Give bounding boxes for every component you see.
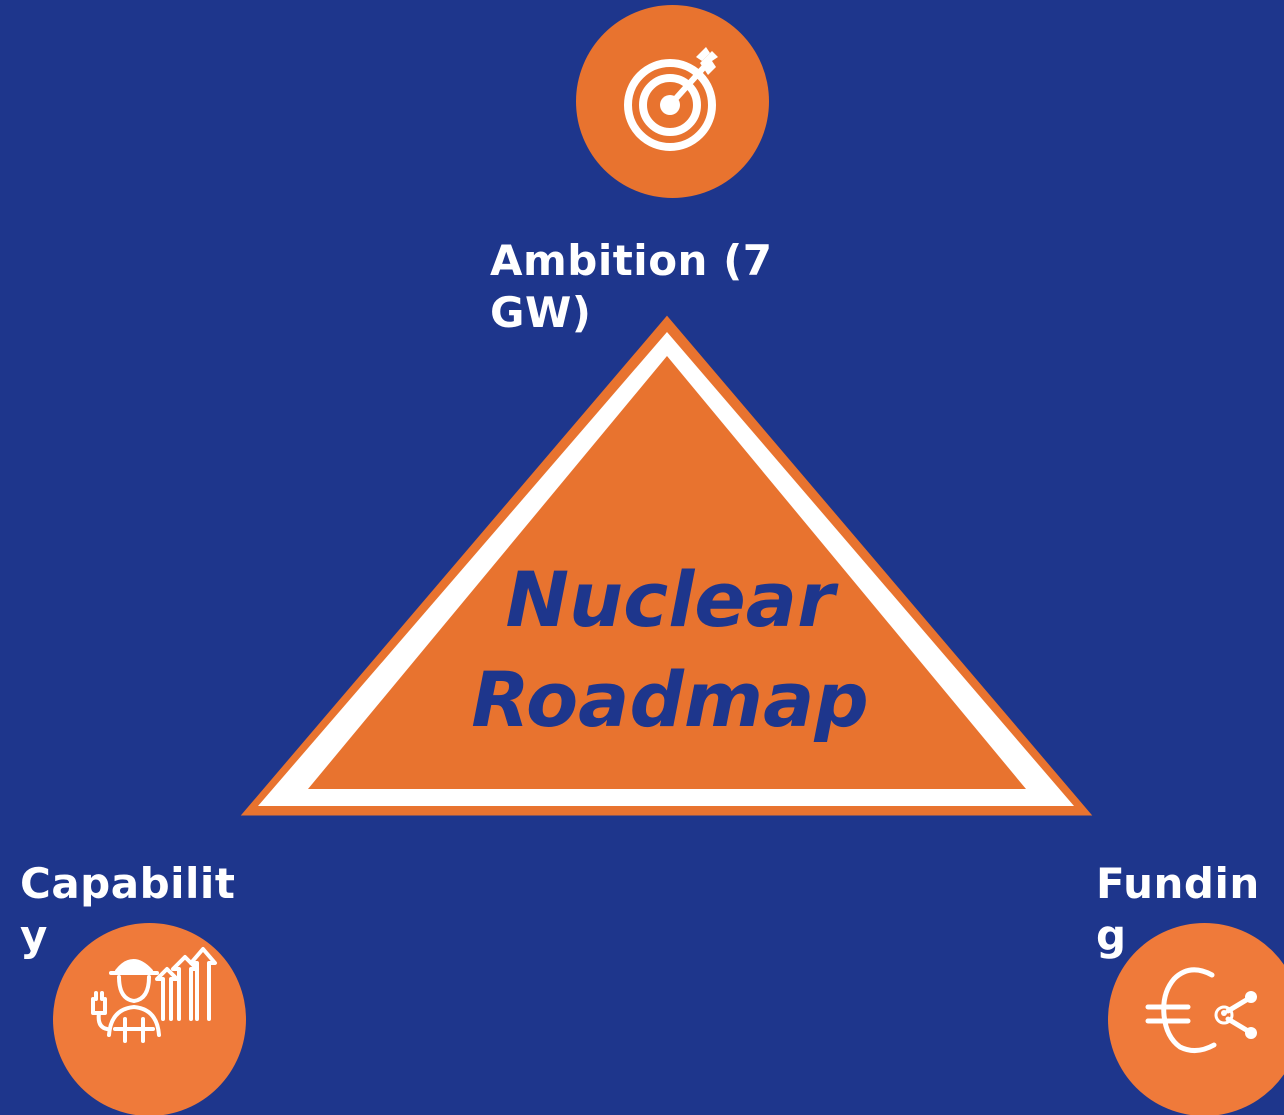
capability-label: Capabilit y — [20, 859, 236, 960]
funding-circle — [1108, 923, 1284, 1115]
funding-label: Fundin g — [1096, 859, 1260, 960]
target-icon — [624, 47, 718, 151]
center-title-line1: Nuclear — [505, 555, 835, 644]
ambition-label: Ambition (7 GW) — [490, 236, 773, 337]
worker-growth-icon — [91, 947, 217, 1043]
euro-share-icon — [1145, 967, 1257, 1053]
center-title: Nuclear Roadmap — [440, 550, 900, 750]
ambition-circle — [576, 5, 769, 198]
center-title-line2: Roadmap — [471, 655, 869, 744]
capability-circle — [53, 923, 246, 1115]
